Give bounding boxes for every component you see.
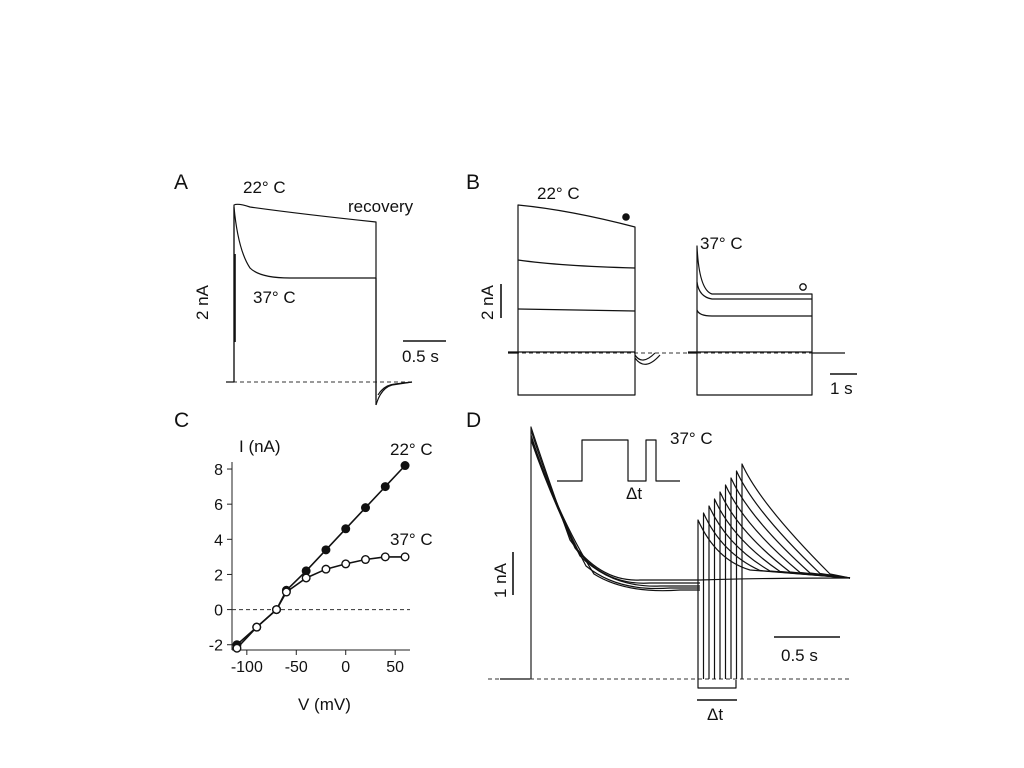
panel-b-temp-37-label: 37° C xyxy=(700,234,743,253)
panel-d-test-trace xyxy=(702,512,851,679)
panel-d-test-trace xyxy=(741,463,851,679)
panel-d-temp-37-label: 37° C xyxy=(670,429,713,448)
panel-d-test-trace xyxy=(724,484,851,679)
x-tick-label: -50 xyxy=(285,659,308,676)
panel-a-trace-22 xyxy=(226,203,377,400)
panel-d-delta-label: Δt xyxy=(707,705,723,724)
panel-d-decay-4 xyxy=(530,429,700,590)
panel-b-traces-37 xyxy=(688,245,845,396)
panel-d-time-scale-label: 0.5 s xyxy=(781,646,818,665)
data-point-37 xyxy=(232,643,242,653)
data-point-22 xyxy=(361,503,371,513)
panel-d-test-trace xyxy=(713,498,851,679)
panel-a-trace-37 xyxy=(233,206,377,405)
series-22-label: 22° C xyxy=(390,440,433,459)
panel-b-trace-22-1 xyxy=(508,204,636,354)
panel-d-protocol-inset xyxy=(557,439,680,482)
panel-a-temp-22-label: 22° C xyxy=(243,178,286,197)
panel-a-current-scale-label: 2 nA xyxy=(193,284,212,320)
data-point-37 xyxy=(301,573,311,583)
data-point-37 xyxy=(252,622,262,632)
data-point-37 xyxy=(272,605,282,615)
panel-d-current-scale-label: 1 nA xyxy=(491,562,510,598)
data-point-37 xyxy=(400,552,410,562)
panel-a-time-scale-label: 0.5 s xyxy=(402,347,439,366)
panel-b-trace-22-3 xyxy=(517,308,636,312)
panel-d-decay-1 xyxy=(530,426,700,679)
panel-b-time-scale-label: 1 s xyxy=(830,379,853,398)
plot-area xyxy=(232,461,410,653)
panel-b-trace-22-2 xyxy=(517,259,636,269)
panel-d-test-trace xyxy=(735,470,851,679)
y-tick-label: 4 xyxy=(214,532,223,549)
panel-d-test-trace xyxy=(730,477,851,679)
panel-b-traces-22 xyxy=(508,204,661,396)
data-point-37 xyxy=(281,587,291,597)
x-axis-label: V (mV) xyxy=(298,695,351,714)
panel-d-steady-state xyxy=(699,577,851,581)
panel-d-decay-2 xyxy=(530,434,700,584)
panel-d-test-traces xyxy=(697,463,851,679)
y-tick-label: 8 xyxy=(214,462,223,479)
panel-b: B 22° C 37° C 2 nA 1 s xyxy=(466,171,857,398)
series-line-37 xyxy=(236,556,406,649)
panel-b-trace-22-5 xyxy=(517,353,636,396)
panel-b-tail-22 xyxy=(634,352,661,365)
y-tick-label: 2 xyxy=(214,567,223,584)
x-tick-label: 0 xyxy=(341,659,350,676)
data-point-37 xyxy=(341,559,351,569)
panel-b-current-scale-label: 2 nA xyxy=(478,284,497,320)
x-tick-label: 50 xyxy=(386,659,404,676)
panel-a-recovery-trace-2 xyxy=(377,381,413,396)
data-point-37 xyxy=(361,555,371,565)
data-point-37 xyxy=(321,564,331,574)
panel-d-conditioning-traces xyxy=(530,426,700,679)
panel-b-open-circle-marker xyxy=(799,283,807,291)
data-point-22 xyxy=(380,482,390,492)
y-tick-label: 0 xyxy=(214,603,223,620)
panel-a-temp-37-label: 37° C xyxy=(253,288,296,307)
panel-d-undershoot xyxy=(697,679,737,689)
panel-d-test-trace xyxy=(697,519,851,679)
series-37-label: 37° C xyxy=(390,530,433,549)
panel-d: D 37° C Δt 1 nA 0.5 s Δt xyxy=(466,409,851,724)
panel-b-filled-circle-marker xyxy=(622,213,630,221)
panel-a-label: A xyxy=(174,171,188,194)
data-point-37 xyxy=(380,552,390,562)
panel-b-temp-22-label: 22° C xyxy=(537,184,580,203)
y-tick-label: -2 xyxy=(209,638,223,655)
panel-d-decay-5 xyxy=(530,437,700,592)
y-axis-label: I (nA) xyxy=(239,437,281,456)
panel-b-label: B xyxy=(466,171,480,194)
panel-a: A 22° C recovery 37° C 2 nA 0.5 s xyxy=(174,171,446,406)
panel-b-trace-37-3 xyxy=(696,309,812,317)
series-line-22 xyxy=(236,464,406,646)
data-point-22 xyxy=(341,524,351,534)
panel-b-trace-37-2 xyxy=(696,281,812,300)
panel-d-test-trace xyxy=(719,491,851,679)
panel-d-decay-3 xyxy=(530,439,700,587)
y-tick-label: 6 xyxy=(214,497,223,514)
panel-b-trace-37-5 xyxy=(696,352,845,396)
panel-a-recovery-trace xyxy=(375,381,413,406)
panel-b-trace-37-1 xyxy=(688,245,813,354)
data-point-22 xyxy=(321,545,331,555)
panel-d-inset-delta-label: Δt xyxy=(626,484,642,503)
panel-a-recovery-label: recovery xyxy=(348,197,414,216)
panel-c-label: C xyxy=(174,409,189,432)
axis-ticks: -2 0 2 4 6 8 -100 -50 0 50 xyxy=(209,462,404,676)
data-point-22 xyxy=(400,461,410,471)
panel-d-label: D xyxy=(466,409,481,432)
panel-d-test-trace xyxy=(708,505,851,679)
panel-c: C I (nA) V (mV) 22° C 37° C -202468-100-… xyxy=(174,409,433,714)
x-tick-label: -100 xyxy=(231,659,263,676)
